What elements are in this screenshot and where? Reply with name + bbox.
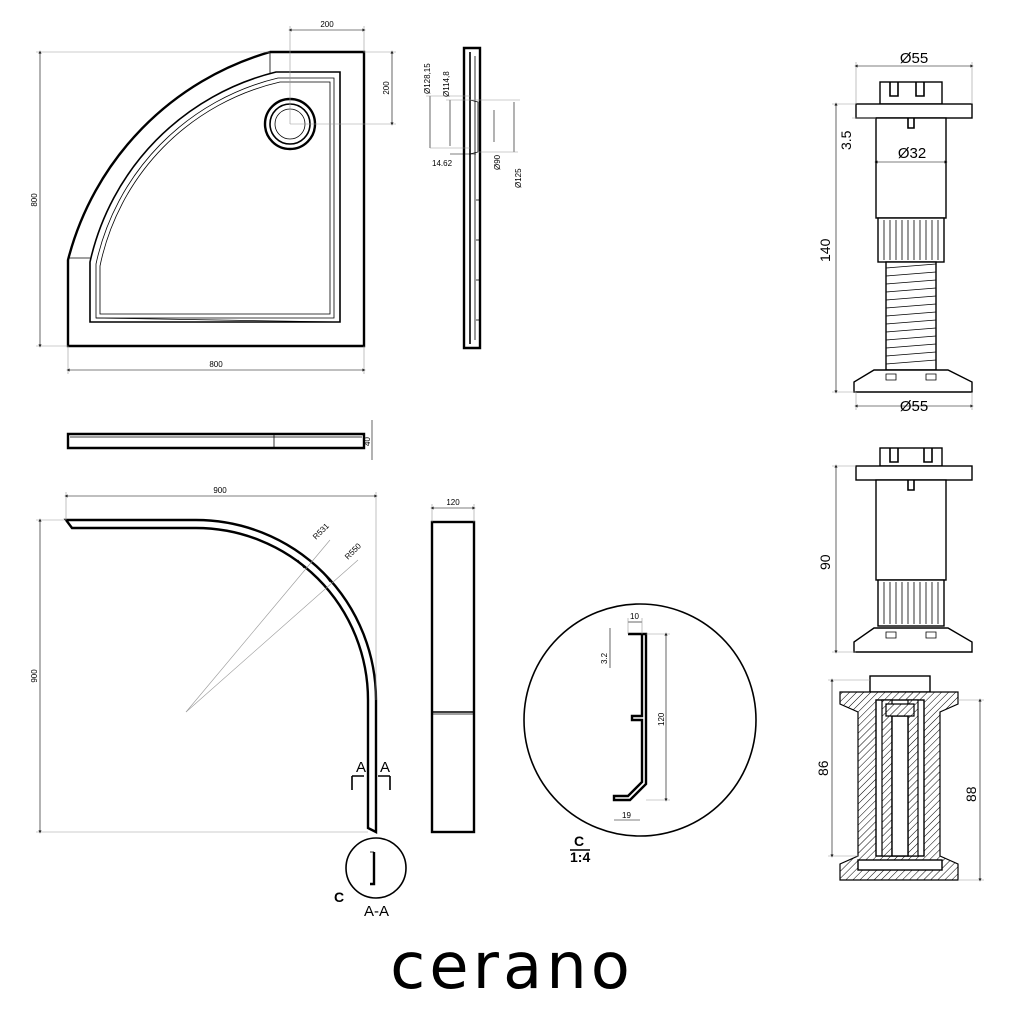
section-a-left: A (356, 759, 366, 776)
foot-section-left-height: 86 (815, 760, 831, 776)
foot-tall-base-diam: Ø55 (900, 398, 928, 415)
section-aa-label: A-A (364, 903, 389, 920)
dim-r531: R531 (311, 521, 331, 541)
detail-dim-10: 10 (630, 612, 639, 621)
drain-d1: Ø128,15 (423, 63, 432, 94)
drain-d4: Ø90 (493, 154, 502, 170)
foot-tall-ribs (883, 220, 939, 260)
dim-panel-height: 900 (30, 669, 39, 683)
dim-drain-x: 200 (320, 20, 334, 29)
brand-logo: cerano (390, 930, 634, 1004)
detail-dim-19: 19 (622, 811, 631, 820)
dim-panel-width: 900 (213, 486, 227, 495)
foot-tall-thread (885, 263, 937, 365)
drain-d5: Ø125 (514, 168, 523, 188)
foot-tall-top-diam: Ø55 (900, 50, 928, 67)
foot-section: 86 88 (815, 675, 984, 882)
dim-tray-width: 800 (209, 360, 223, 369)
foot-section-right-height: 88 (963, 786, 979, 802)
detail-c-enlarged: 10 3.2 120 19 C 1:4 (523, 603, 757, 865)
dim-r550: R550 (343, 541, 363, 561)
tray-side-section: Ø128,15 Ø114,8 14.62 Ø90 Ø125 (423, 46, 523, 350)
foot-tall-inner-diam: Ø32 (898, 145, 926, 162)
dim-panel-depth: 120 (446, 498, 460, 507)
section-a-right: A (380, 759, 390, 776)
foot-short-ribs (883, 582, 939, 624)
dim-drain-y: 200 (382, 81, 391, 95)
curved-panel-view: 900 900 R531 R550 A A C A-A (30, 486, 407, 920)
tray-top-view: 800 800 200 200 (30, 20, 396, 374)
foot-tall-rim: 3.5 (838, 130, 854, 150)
foot-short: 90 (817, 447, 973, 654)
drain-d3: 14.62 (432, 159, 453, 168)
dim-tray-height: 800 (30, 193, 39, 207)
drain-d2: Ø114,8 (442, 71, 451, 97)
foot-short-height: 90 (817, 554, 833, 570)
detail-dim-3-2: 3.2 (600, 652, 609, 664)
panel-side-view: 120 (430, 498, 476, 834)
detail-c-title: C (574, 833, 584, 849)
detail-dim-120: 120 (657, 712, 666, 726)
dim-tray-thickness: 40 (363, 437, 372, 446)
detail-c-marker: C (334, 889, 344, 905)
tray-side-profile: 40 (66, 420, 373, 460)
foot-tall-height: 140 (817, 238, 833, 262)
foot-tall: Ø55 3.5 Ø32 140 Ø55 (817, 50, 974, 415)
detail-c-scale: 1:4 (570, 849, 590, 865)
